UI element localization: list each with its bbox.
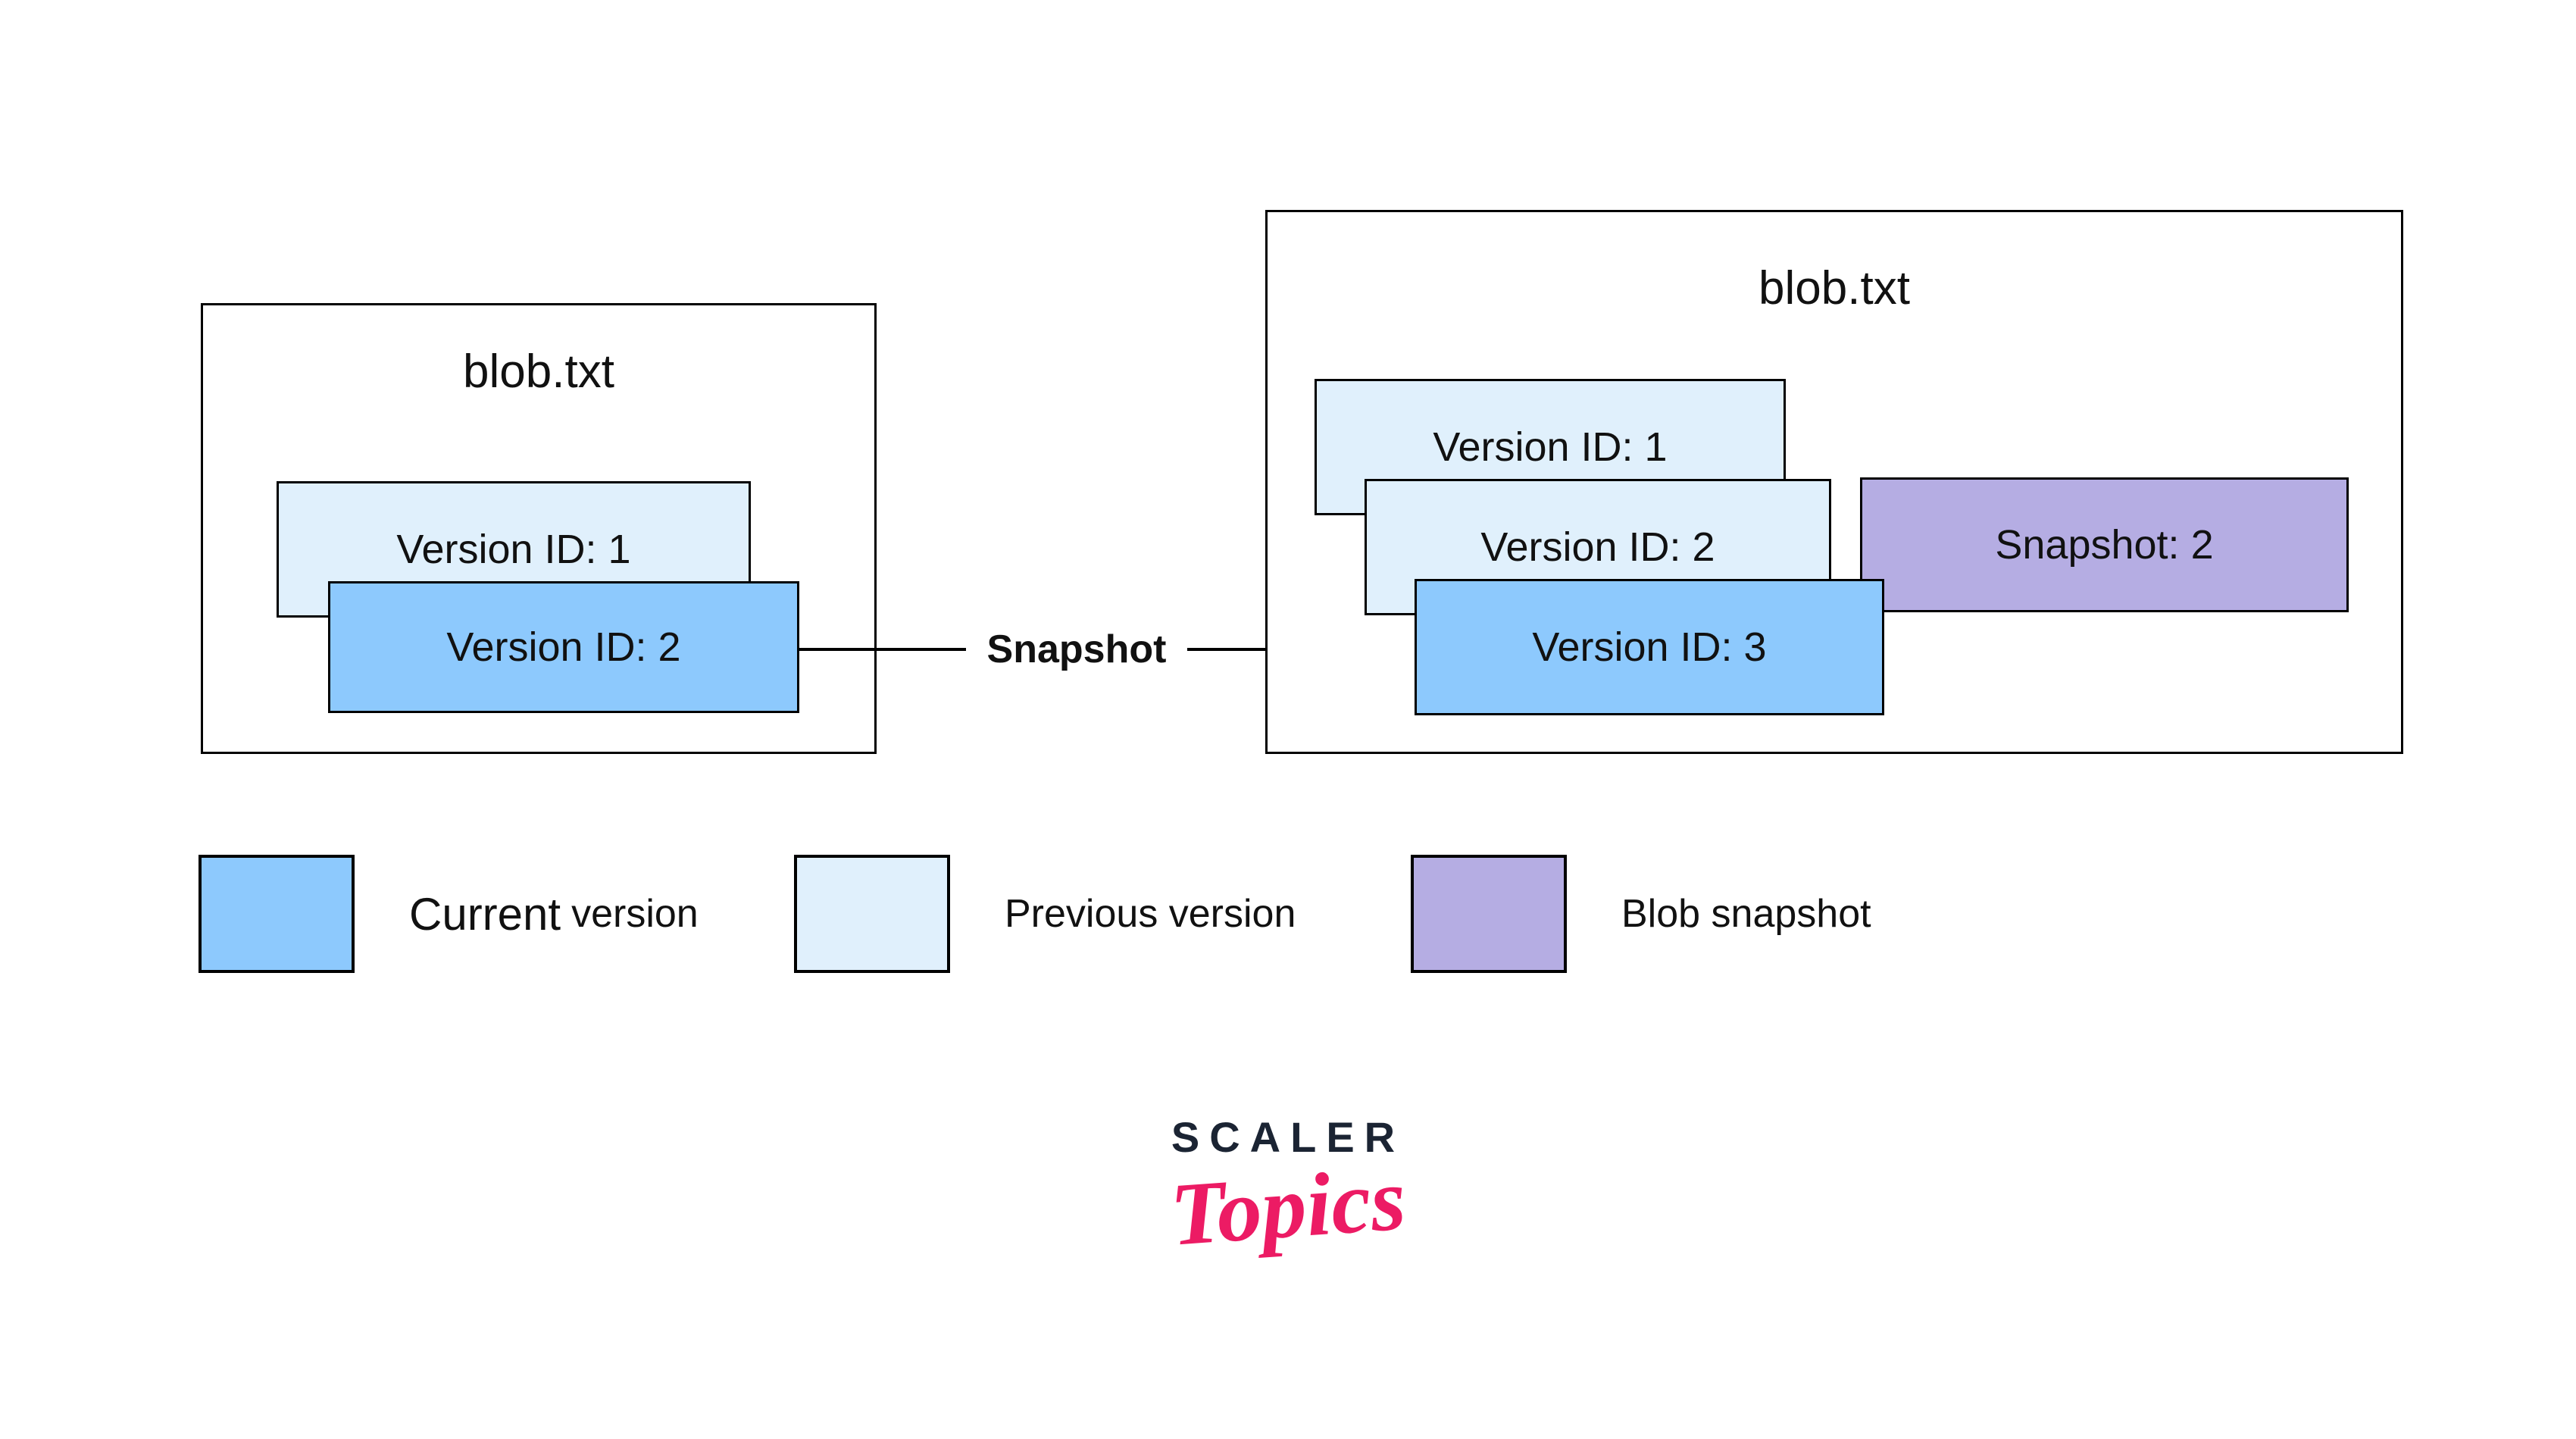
legend-label-snapshot: Blob snapshot [1621, 855, 1871, 973]
legend-snapshot-text: Blob snapshot [1621, 892, 1871, 936]
legend-previous-text: Previous version [1005, 892, 1296, 936]
scaler-logo-wordmark: SCALER [1171, 1113, 1405, 1161]
right-version-3-label: Version ID: 3 [1532, 624, 1767, 670]
blob-snapshot-box: Snapshot: 2 [1860, 477, 2349, 612]
right-version-3-box: Version ID: 3 [1415, 579, 1884, 715]
snapshot-arrow-line-right [1187, 648, 1296, 651]
right-blob-title: blob.txt [1758, 262, 1910, 314]
legend-swatch-previous [794, 855, 950, 973]
legend-swatch-snapshot [1411, 855, 1567, 973]
legend-label-current: Current version [409, 855, 699, 973]
legend-label-previous: Previous version [1005, 855, 1296, 973]
legend-current-emphasis: Current [409, 888, 561, 940]
left-blob-title: blob.txt [463, 346, 614, 398]
right-version-1-label: Version ID: 1 [1433, 424, 1668, 470]
legend-swatch-current [199, 855, 355, 973]
legend-current-text: version [571, 892, 699, 936]
left-version-2-box: Version ID: 2 [328, 581, 799, 713]
right-version-2-label: Version ID: 2 [1480, 524, 1715, 570]
snapshot-arrow-label: Snapshot [986, 627, 1167, 671]
snapshot-arrow-line-left [798, 648, 966, 651]
left-version-1-label: Version ID: 1 [396, 527, 631, 572]
blob-snapshot-label: Snapshot: 2 [1995, 522, 2214, 568]
left-version-2-label: Version ID: 2 [446, 624, 681, 670]
